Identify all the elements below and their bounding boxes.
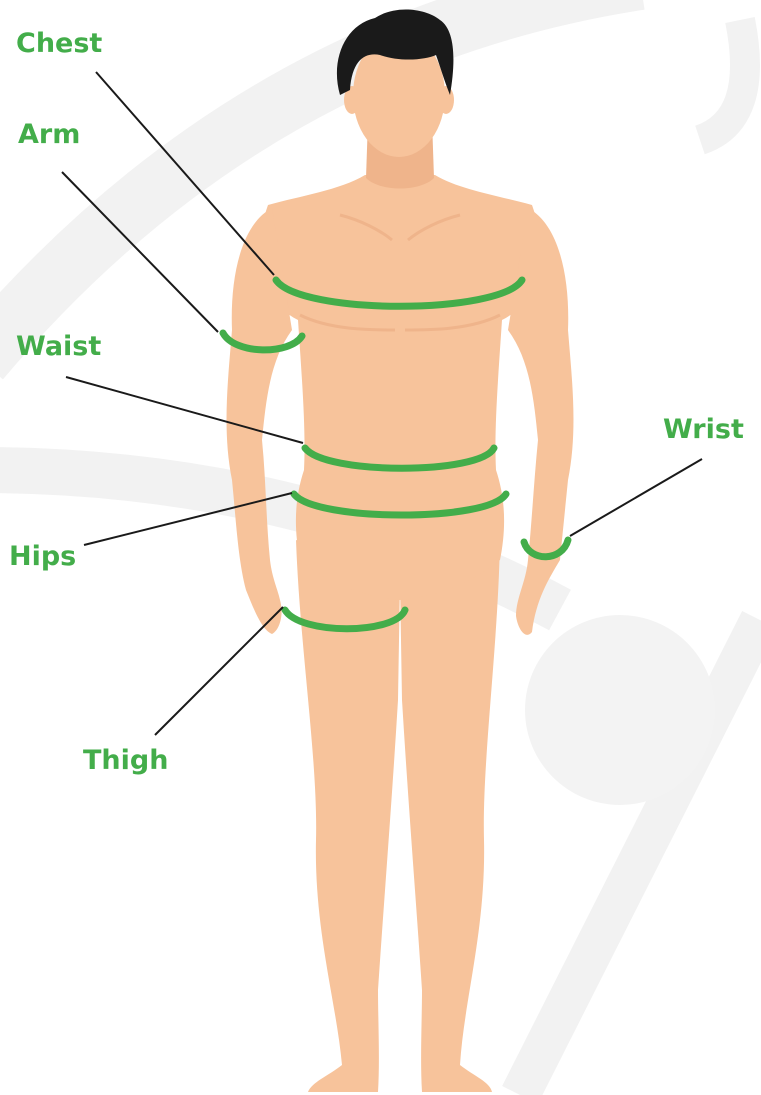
arm-label: Arm <box>18 119 80 151</box>
right-ear <box>438 86 454 114</box>
hips-label: Hips <box>9 541 76 573</box>
human-figure <box>227 10 574 1092</box>
left-arm <box>227 208 292 634</box>
thigh-leader-line <box>155 607 283 735</box>
waist-label: Waist <box>16 331 101 363</box>
chest-label: Chest <box>16 28 102 60</box>
thigh-label: Thigh <box>83 745 168 777</box>
torso <box>260 175 540 600</box>
right-leg <box>400 540 500 1092</box>
wrist-leader-line <box>570 459 702 536</box>
wrist-label: Wrist <box>663 414 744 446</box>
